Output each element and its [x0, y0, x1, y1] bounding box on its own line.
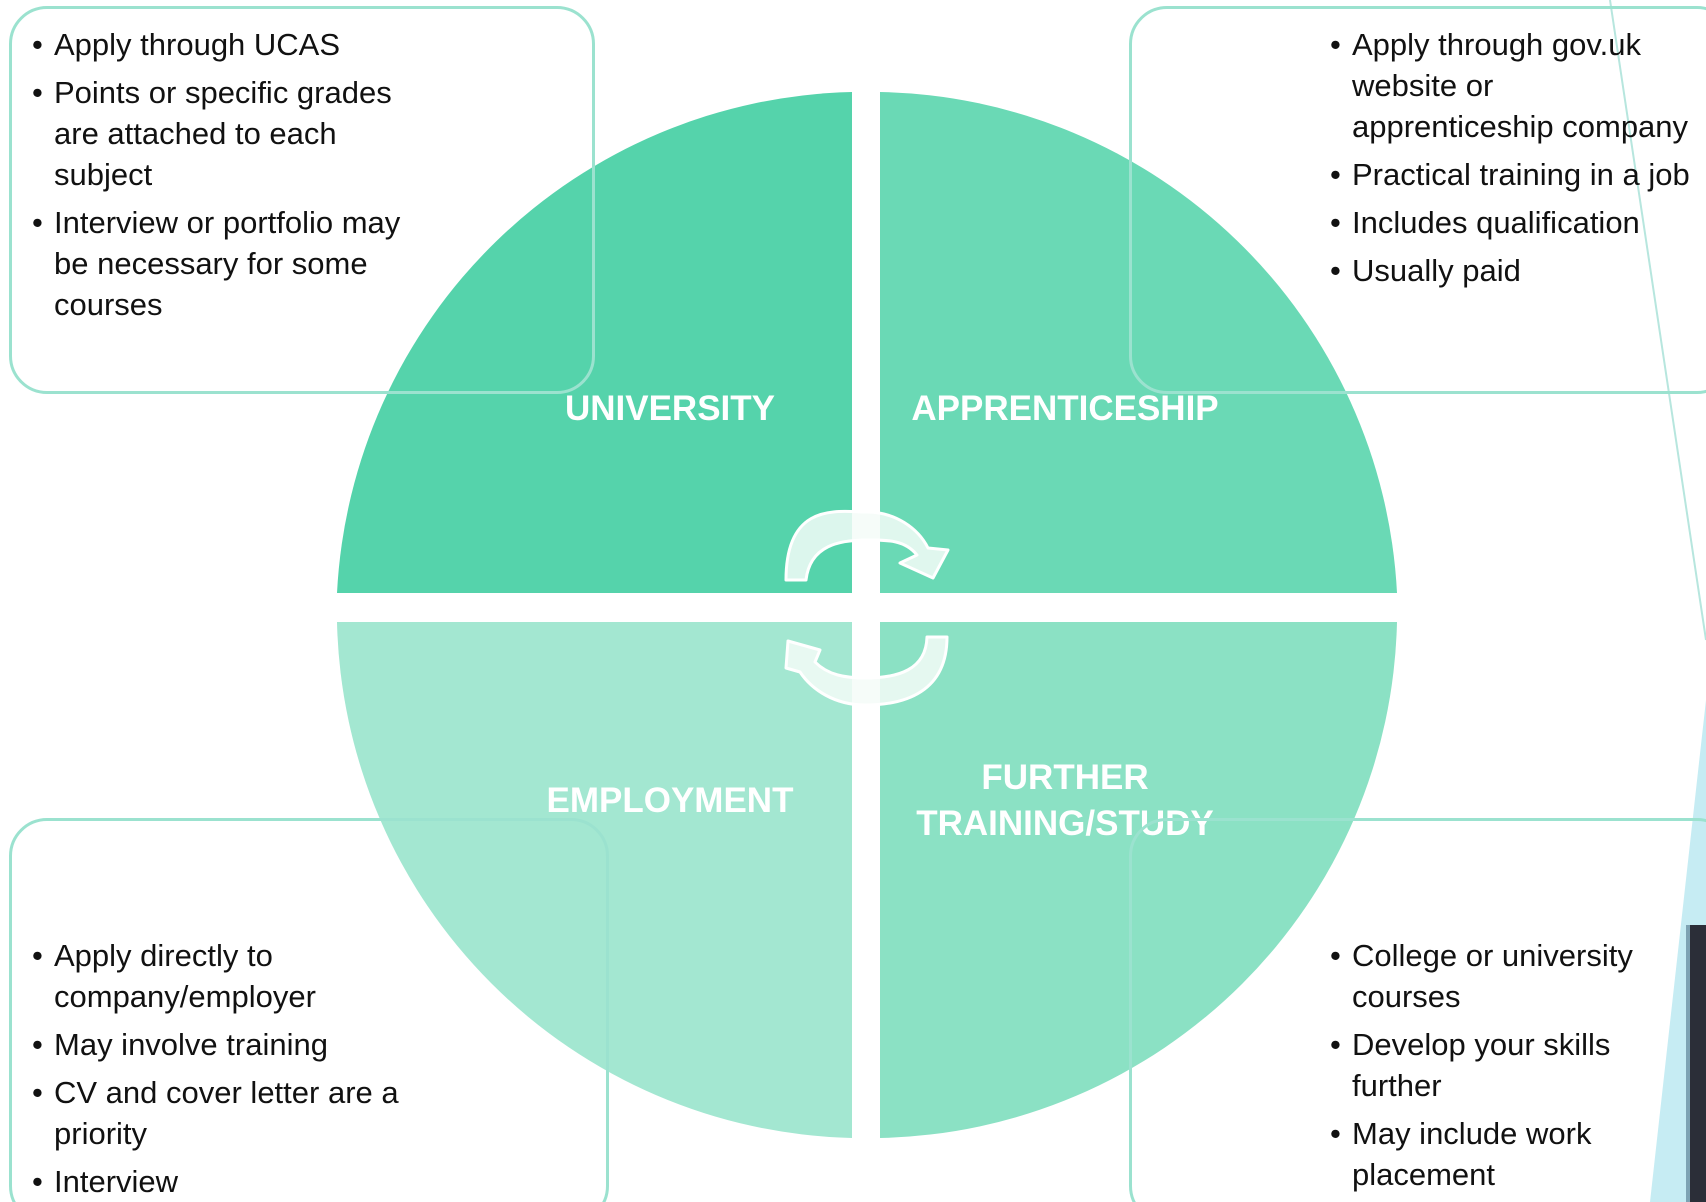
- list-item-text: Interview: [54, 1164, 179, 1199]
- bullet-icon: •: [32, 27, 43, 62]
- list-item: • CV and cover letter are a priority: [30, 1072, 420, 1154]
- list-item: • Points or specific grades are attached …: [30, 72, 420, 195]
- employment-bullet-list: • Apply directly to company/employer • May…: [30, 935, 420, 1202]
- list-item-text: Usually paid: [1352, 253, 1521, 288]
- list-item: • Interview or portfolio may be necessary…: [30, 202, 420, 325]
- quadrant-label-further-training: FURTHER TRAINING/STUDY: [916, 758, 1214, 843]
- list-item-text: Points or specific grades are attached t…: [54, 75, 392, 192]
- bullet-icon: •: [1330, 938, 1341, 973]
- list-item-text: Interview or portfolio may be necessary …: [54, 205, 401, 322]
- quadrant-label-employment: EMPLOYMENT: [546, 781, 794, 820]
- list-item: • Practical training in a job: [1328, 154, 1698, 195]
- list-item: • Apply directly to company/employer: [30, 935, 420, 1017]
- right-edge-line: [1609, 0, 1706, 641]
- bullet-icon: •: [1330, 1027, 1341, 1062]
- info-box-university: [9, 6, 595, 394]
- list-item-text: Practical training in a job: [1352, 157, 1690, 192]
- university-bullet-list: • Apply through UCAS • Points or specific …: [30, 24, 420, 332]
- list-item: • May involve training: [30, 1024, 420, 1065]
- bullet-icon: •: [32, 938, 43, 973]
- list-item: • Includes qualification: [1328, 202, 1698, 243]
- list-item: • Apply through UCAS: [30, 24, 420, 65]
- bullet-icon: •: [32, 1075, 43, 1110]
- bullet-icon: •: [1330, 205, 1341, 240]
- bullet-icon: •: [32, 1027, 43, 1062]
- cycle-arrow-bottom-icon: [784, 635, 949, 707]
- list-item: • College or university courses: [1328, 935, 1698, 1017]
- list-item: • Develop your skills further: [1328, 1024, 1698, 1106]
- bullet-icon: •: [1330, 27, 1341, 62]
- list-item-text: May include work placement: [1352, 1116, 1592, 1192]
- bullet-icon: •: [1330, 253, 1341, 288]
- list-item: • Apply through gov.uk website or apprent…: [1328, 24, 1698, 147]
- further-training-bullet-list: • College or university courses • Develop …: [1328, 935, 1698, 1202]
- list-item-text: Apply through UCAS: [54, 27, 341, 62]
- list-item-text: Apply through gov.uk website or apprenti…: [1352, 27, 1689, 144]
- list-item-text: Apply directly to company/employer: [54, 938, 316, 1014]
- info-box-apprenticeship: [1129, 6, 1706, 394]
- bullet-icon: •: [32, 205, 43, 240]
- info-box-employment: [9, 818, 609, 1202]
- quadrant-label-university: UNIVERSITY: [564, 389, 776, 428]
- list-item: • Interview: [30, 1161, 420, 1202]
- list-item: • May include work placement: [1328, 1113, 1698, 1195]
- bullet-icon: •: [1330, 1116, 1341, 1151]
- apprenticeship-bullet-list: • Apply through gov.uk website or apprent…: [1328, 24, 1698, 298]
- list-item-text: CV and cover letter are a priority: [54, 1075, 399, 1151]
- list-item-text: Includes qualification: [1352, 205, 1640, 240]
- quadrant-label-apprenticeship: APPRENTICESHIP: [911, 389, 1219, 428]
- list-item-text: College or university courses: [1352, 938, 1633, 1014]
- quadrant-apprenticeship: [880, 92, 1397, 593]
- list-item-text: May involve training: [54, 1027, 328, 1062]
- quadrant-further-training: [880, 622, 1397, 1138]
- list-item-text: Develop your skills further: [1352, 1027, 1611, 1103]
- photo-frame-edge: [1686, 925, 1690, 1202]
- cycle-arrow-top-icon: [784, 509, 950, 582]
- bullet-icon: •: [32, 1164, 43, 1199]
- bullet-icon: •: [32, 75, 43, 110]
- info-box-further-training: [1129, 818, 1706, 1202]
- bullet-icon: •: [1330, 157, 1341, 192]
- list-item: • Usually paid: [1328, 250, 1698, 291]
- photo-fragment: [1688, 925, 1706, 1202]
- quadrant-employment: [337, 622, 852, 1138]
